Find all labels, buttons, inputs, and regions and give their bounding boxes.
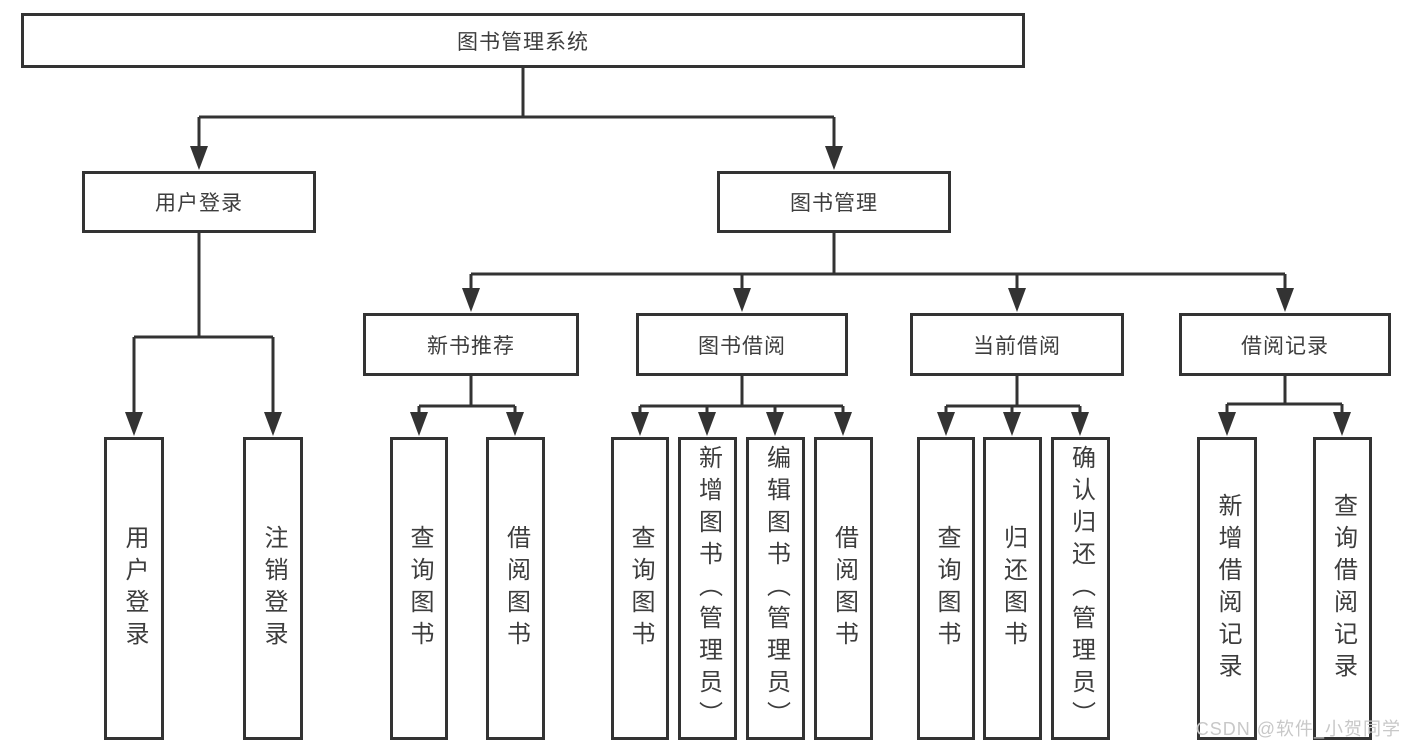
arrow-icon [766,412,784,436]
arrow-to-user-login [190,146,208,170]
arrow-icon [1071,412,1089,436]
node-book-management: 图书管理 [717,171,951,233]
arrowheads [125,146,1351,436]
node-borrowing-records: 借阅记录 [1179,313,1391,376]
node-book-borrowing: 图书借阅 [636,313,848,376]
leaf-user-login: 用户登录 [104,437,164,740]
arrow-to-current-borrow [1008,288,1026,312]
leaf-query-borrow-record: 查询借阅记录 [1313,437,1372,740]
arrow-icon [937,412,955,436]
watermark-text: CSDN @软件_小贺同学 [1195,719,1401,739]
node-current-borrowing: 当前借阅 [910,313,1124,376]
node-root: 图书管理系统 [21,13,1025,68]
arrow-icon [698,412,716,436]
connector-root [197,68,836,150]
leaf-edit-books-admin: 编辑图书（管理员） [746,437,805,740]
arrow-to-book-borrow [733,288,751,312]
arrow-icon [1218,412,1236,436]
arrow-icon [631,412,649,436]
arrow-icon [506,412,524,436]
arrow-icon [1333,412,1351,436]
leaf-query-books-2: 查询图书 [611,437,669,740]
node-user-login: 用户登录 [82,171,316,233]
connector-new-book [417,376,517,416]
node-new-book-recommend: 新书推荐 [363,313,579,376]
arrow-to-borrow-records [1276,288,1294,312]
connector-user-login [132,233,275,416]
arrow-icon [834,412,852,436]
connector-borrow-records [1225,376,1344,416]
connector-current-borrow [944,376,1082,416]
connector-book-borrow [638,376,845,416]
connector-book-mgmt [469,233,1287,292]
arrow-icon [125,412,143,436]
leaf-query-books-1: 查询图书 [390,437,448,740]
leaf-add-borrow-record: 新增借阅记录 [1197,437,1257,740]
leaf-confirm-return-admin: 确认归还（管理员） [1051,437,1110,740]
arrow-icon [264,412,282,436]
leaf-query-books-3: 查询图书 [917,437,975,740]
leaf-borrow-books-1: 借阅图书 [486,437,545,740]
leaf-return-books: 归还图书 [983,437,1042,740]
arrow-icon [1003,412,1021,436]
leaf-logout-login: 注销登录 [243,437,303,740]
leaf-add-books-admin: 新增图书（管理员） [678,437,737,740]
arrow-to-new-book [462,288,480,312]
arrow-icon [410,412,428,436]
leaf-borrow-books-2: 借阅图书 [814,437,873,740]
arrow-to-book-mgmt [825,146,843,170]
